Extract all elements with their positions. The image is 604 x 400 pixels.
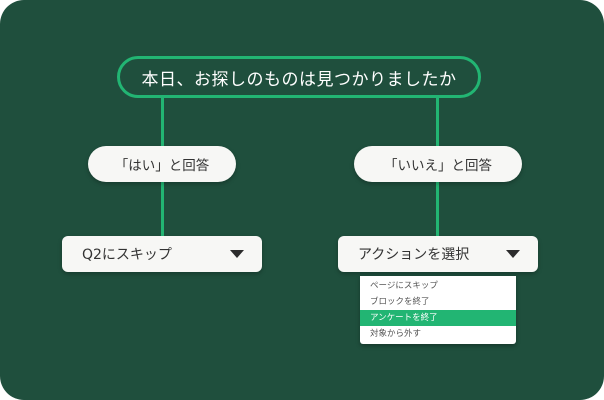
connector-left-top	[161, 98, 164, 146]
question-node: 本日、お探しのものは見つかりましたか	[117, 56, 481, 98]
caret-down-icon[interactable]	[230, 250, 244, 258]
no-action-dropdown[interactable]: アクションを選択	[338, 236, 538, 272]
question-text: 本日、お探しのものは見つかりましたか	[141, 69, 457, 90]
answer-yes-label: 「はい」と回答	[114, 158, 210, 174]
caret-down-icon[interactable]	[506, 250, 520, 258]
yes-action-selected: Q2にスキップ	[82, 247, 172, 263]
no-action-selected: アクションを選択	[358, 247, 470, 263]
connector-left-bottom	[161, 182, 164, 236]
connector-right-top	[436, 98, 439, 146]
menu-item-end-survey[interactable]: アンケートを終了	[360, 310, 516, 326]
menu-item-end-block[interactable]: ブロックを終了	[370, 297, 430, 307]
answer-no-node[interactable]: 「いいえ」と回答	[354, 146, 522, 182]
menu-item-disqualify[interactable]: 対象から外す	[370, 329, 422, 339]
action-options-menu: ページにスキップ ブロックを終了 アンケートを終了 対象から外す	[360, 276, 516, 344]
menu-item-skip-to-page[interactable]: ページにスキップ	[370, 281, 438, 291]
connector-right-bottom	[436, 182, 439, 236]
answer-yes-node[interactable]: 「はい」と回答	[88, 146, 236, 182]
answer-no-label: 「いいえ」と回答	[384, 158, 492, 174]
yes-action-dropdown[interactable]: Q2にスキップ	[62, 236, 262, 272]
